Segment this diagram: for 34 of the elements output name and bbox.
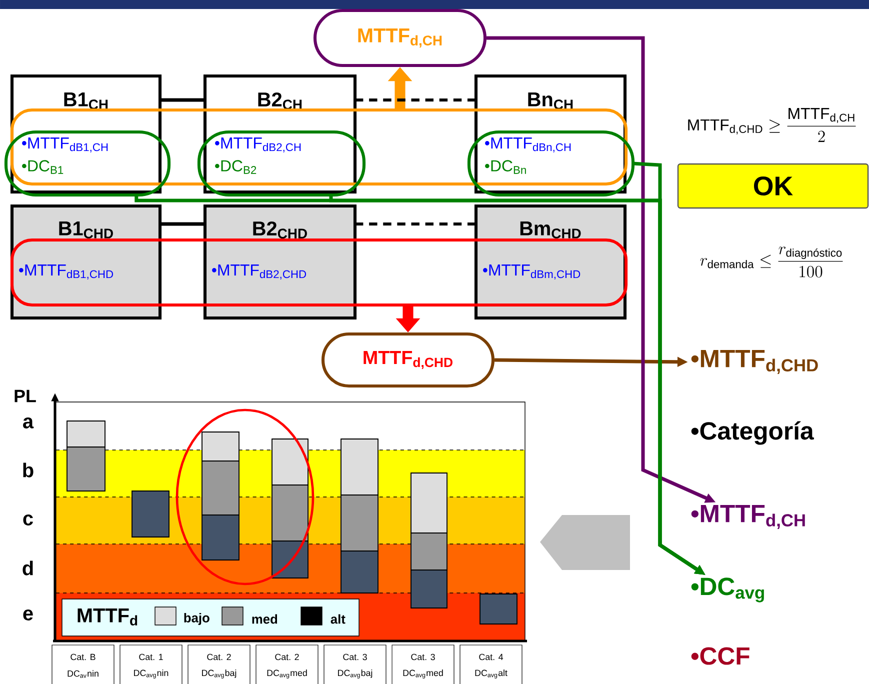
legend-text: bajo	[184, 613, 210, 625]
level-label: d	[22, 560, 33, 576]
block-box: B2$_{CHD}$ •MTTF$_{dB2,CHD}$	[203, 204, 357, 320]
result-box: OK	[677, 163, 869, 209]
table-cell: Cat. 3 DC$_{avg}$baj	[324, 644, 386, 684]
table-cell: Cat. 2 DC$_{avg}$med	[256, 644, 318, 684]
connector-line	[355, 222, 476, 226]
bullet-item: •CCF	[691, 647, 750, 665]
bullet-item: •MTTF$_{d,CHD}$	[691, 350, 818, 374]
table-cell: Cat. 3 DC$_{avg}$med	[392, 644, 454, 684]
axis-title: PL	[14, 390, 36, 402]
level-label: e	[23, 610, 33, 620]
inequality-formula: $r_{\text{demanda}} \leq \frac{r_{\text{diagnóstico}}}{100}$	[700, 246, 843, 278]
table-cell: Cat. 1 DC$_{avg}$nin	[120, 644, 182, 684]
legend-text: med	[252, 614, 278, 624]
table-cell: Cat. 2 DC$_{avg}$baj	[188, 644, 250, 684]
legend-title: MTTF$_{d}$	[78, 608, 138, 626]
connector-line	[160, 98, 205, 102]
level-label: a	[23, 418, 34, 428]
bullet-item: •MTTF$_{d,CH}$	[691, 505, 805, 529]
bullet-item: •Categoría	[691, 421, 814, 445]
legend-text: alt	[330, 614, 346, 624]
level-label: c	[23, 514, 33, 526]
group-band	[10, 238, 628, 307]
block-box: B1$_{CHD}$ •MTTF$_{dB1,CHD}$	[10, 204, 162, 320]
connector-line	[160, 222, 205, 226]
block-box: Bm$_{CHD}$ •MTTF$_{dBm,CHD}$	[474, 204, 627, 320]
level-label: b	[23, 462, 34, 478]
table-cell: Cat. B DC$_{av}$nin	[52, 644, 114, 684]
bullet-item: •DC$_{avg}$	[691, 578, 764, 602]
connector-line	[355, 98, 476, 102]
table-cell: Cat. 4 DC$_{avg}$alt	[460, 644, 522, 684]
group-band	[10, 108, 628, 186]
inequality-formula: $\text{MTTF}_{\text{d,CHD}} \geq \frac{\text{MTTF}_{\text{d,CH}}}{2}$	[688, 108, 856, 142]
